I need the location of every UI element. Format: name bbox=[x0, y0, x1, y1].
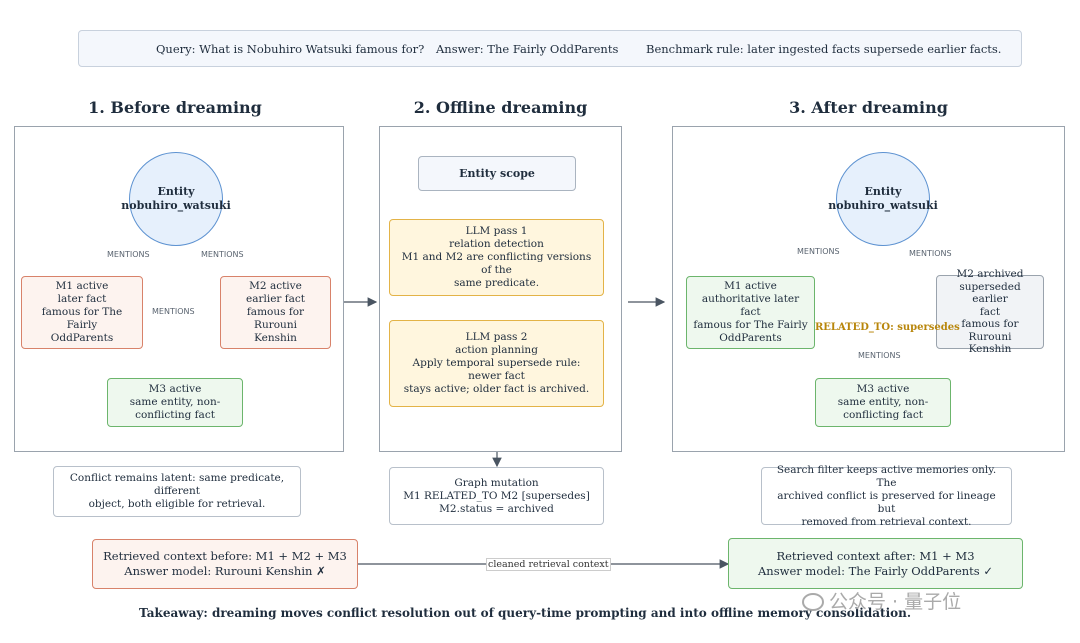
m2-fact-cont: Kenshin bbox=[254, 332, 297, 344]
note-after-line: archived conflict is preserved for linea… bbox=[777, 489, 996, 515]
m3-status: M3 active bbox=[856, 383, 910, 395]
mentions-label-m1-before: MENTIONS bbox=[106, 250, 151, 259]
m2-status: M2 active bbox=[249, 280, 302, 292]
mentions-label-m2-before: MENTIONS bbox=[200, 250, 245, 259]
pass2-detail-cont: stays active; older fact is archived. bbox=[403, 383, 590, 395]
m1-fact-cont: OddParents bbox=[50, 332, 114, 344]
memory-m1-before: M1 active later fact famous for The Fair… bbox=[21, 276, 143, 349]
retrieval-after-answer: Answer model: The Fairly OddParents ✓ bbox=[758, 563, 993, 578]
mentions-label-m3-before: MENTIONS bbox=[151, 307, 196, 316]
pass1-detail-cont: same predicate. bbox=[453, 277, 540, 289]
m1-kind: later fact bbox=[57, 293, 107, 305]
memory-m2-before: M2 active earlier fact famous for Ruroun… bbox=[220, 276, 331, 349]
supersedes-relation-label: RELATED_TO: supersedes bbox=[815, 322, 960, 333]
m1-status: M1 active bbox=[724, 280, 777, 292]
m1-fact: famous for The Fairly bbox=[41, 306, 123, 331]
graph-mutation-box: Graph mutation M1 RELATED_TO M2 [superse… bbox=[389, 467, 604, 525]
cleaned-retrieval-label: cleaned retrieval context bbox=[486, 558, 611, 571]
stage-title-dreaming: 2. Offline dreaming bbox=[413, 98, 588, 117]
m2-fact-cont: Kenshin bbox=[968, 343, 1012, 356]
wechat-icon bbox=[802, 593, 824, 611]
m3-status: M3 active bbox=[148, 383, 202, 395]
m2-fact: famous for Rurouni bbox=[961, 318, 1019, 343]
m2-status: M2 archived bbox=[956, 268, 1024, 281]
pass1-title: LLM pass 1 bbox=[465, 225, 528, 237]
m2-kind-cont: fact bbox=[979, 305, 1001, 318]
entity-label: Entity bbox=[157, 185, 195, 198]
llm-pass-1-box: LLM pass 1 relation detection M1 and M2 … bbox=[389, 219, 604, 296]
note-before: Conflict remains latent: same predicate,… bbox=[53, 466, 301, 517]
llm-pass-2-box: LLM pass 2 action planning Apply tempora… bbox=[389, 320, 604, 407]
memory-m1-after: M1 active authoritative later fact famou… bbox=[686, 276, 815, 349]
pass1-detail: M1 and M2 are conflicting versions of th… bbox=[401, 251, 592, 276]
m3-fact-cont: conflicting fact bbox=[135, 409, 215, 421]
retrieval-before-answer: Answer model: Rurouni Kenshin ✗ bbox=[124, 564, 326, 578]
retrieval-before-context: Retrieved context before: M1 + M2 + M3 bbox=[103, 549, 347, 563]
memory-m3-before: M3 active same entity, non- conflicting … bbox=[107, 378, 243, 427]
entity-scope-box: Entity scope bbox=[418, 156, 576, 191]
mentions-label-m3-after: MENTIONS bbox=[857, 351, 902, 360]
m1-status: M1 active bbox=[55, 280, 109, 292]
m1-fact-cont: OddParents bbox=[719, 332, 782, 344]
retrieved-context-after: Retrieved context after: M1 + M3 Answer … bbox=[728, 538, 1023, 589]
benchmark-rule-text: Benchmark rule: later ingested facts sup… bbox=[646, 42, 1002, 56]
note-before-line: Conflict remains latent: same predicate,… bbox=[69, 472, 285, 497]
pass2-subtitle: action planning bbox=[455, 344, 538, 356]
mentions-label-m1-after: MENTIONS bbox=[796, 247, 841, 256]
entity-id: nobuhiro_watsuki bbox=[828, 199, 938, 212]
memory-m2-after-archived: M2 archived superseded earlier fact famo… bbox=[936, 268, 1044, 355]
mentions-label-m2-after: MENTIONS bbox=[908, 249, 953, 258]
memory-m3-after: M3 active same entity, non- conflicting … bbox=[815, 378, 951, 427]
m3-fact: same entity, non- bbox=[837, 396, 929, 408]
note-after-line: Search filter keeps active memories only… bbox=[776, 463, 997, 489]
mutation-relation: M1 RELATED_TO M2 [supersedes] bbox=[403, 489, 590, 502]
query-text: Query: What is Nobuhiro Watsuki famous f… bbox=[156, 42, 425, 56]
m2-fact: famous for Rurouni bbox=[246, 306, 305, 331]
m2-kind: superseded earlier bbox=[959, 280, 1021, 306]
m1-fact: famous for The Fairly bbox=[693, 319, 808, 331]
takeaway-text: Takeaway: dreaming moves conflict resolu… bbox=[139, 606, 912, 620]
m2-kind: earlier fact bbox=[245, 293, 306, 305]
entity-id: nobuhiro_watsuki bbox=[121, 199, 231, 212]
entity-label: Entity bbox=[864, 185, 902, 198]
stage-title-before: 1. Before dreaming bbox=[88, 98, 262, 117]
m3-fact: same entity, non- bbox=[129, 396, 221, 408]
mutation-status: M2.status = archived bbox=[439, 502, 554, 515]
pass1-subtitle: relation detection bbox=[449, 238, 544, 250]
m1-kind: authoritative later fact bbox=[701, 293, 800, 318]
note-before-line: object, both eligible for retrieval. bbox=[88, 498, 266, 510]
watermark: 公众号 · 量子位 bbox=[802, 587, 961, 614]
entity-node-before: Entity nobuhiro_watsuki bbox=[121, 152, 231, 246]
pass2-title: LLM pass 2 bbox=[465, 331, 528, 343]
retrieval-after-context: Retrieved context after: M1 + M3 bbox=[776, 548, 975, 563]
retrieved-context-before: Retrieved context before: M1 + M2 + M3 A… bbox=[92, 539, 358, 589]
m3-fact-cont: conflicting fact bbox=[843, 409, 923, 421]
benchmark-header: Query: What is Nobuhiro Watsuki famous f… bbox=[78, 30, 1022, 67]
watermark-text: 公众号 · 量子位 bbox=[829, 591, 962, 613]
note-after-line: removed from retrieval context. bbox=[801, 515, 972, 528]
mutation-title: Graph mutation bbox=[454, 476, 539, 489]
note-after: Search filter keeps active memories only… bbox=[761, 463, 1012, 528]
stage-title-after: 3. After dreaming bbox=[789, 98, 948, 117]
answer-text: Answer: The Fairly OddParents bbox=[436, 42, 619, 56]
pass2-detail: Apply temporal supersede rule: newer fac… bbox=[412, 357, 581, 382]
entity-node-after: Entity nobuhiro_watsuki bbox=[828, 152, 938, 246]
